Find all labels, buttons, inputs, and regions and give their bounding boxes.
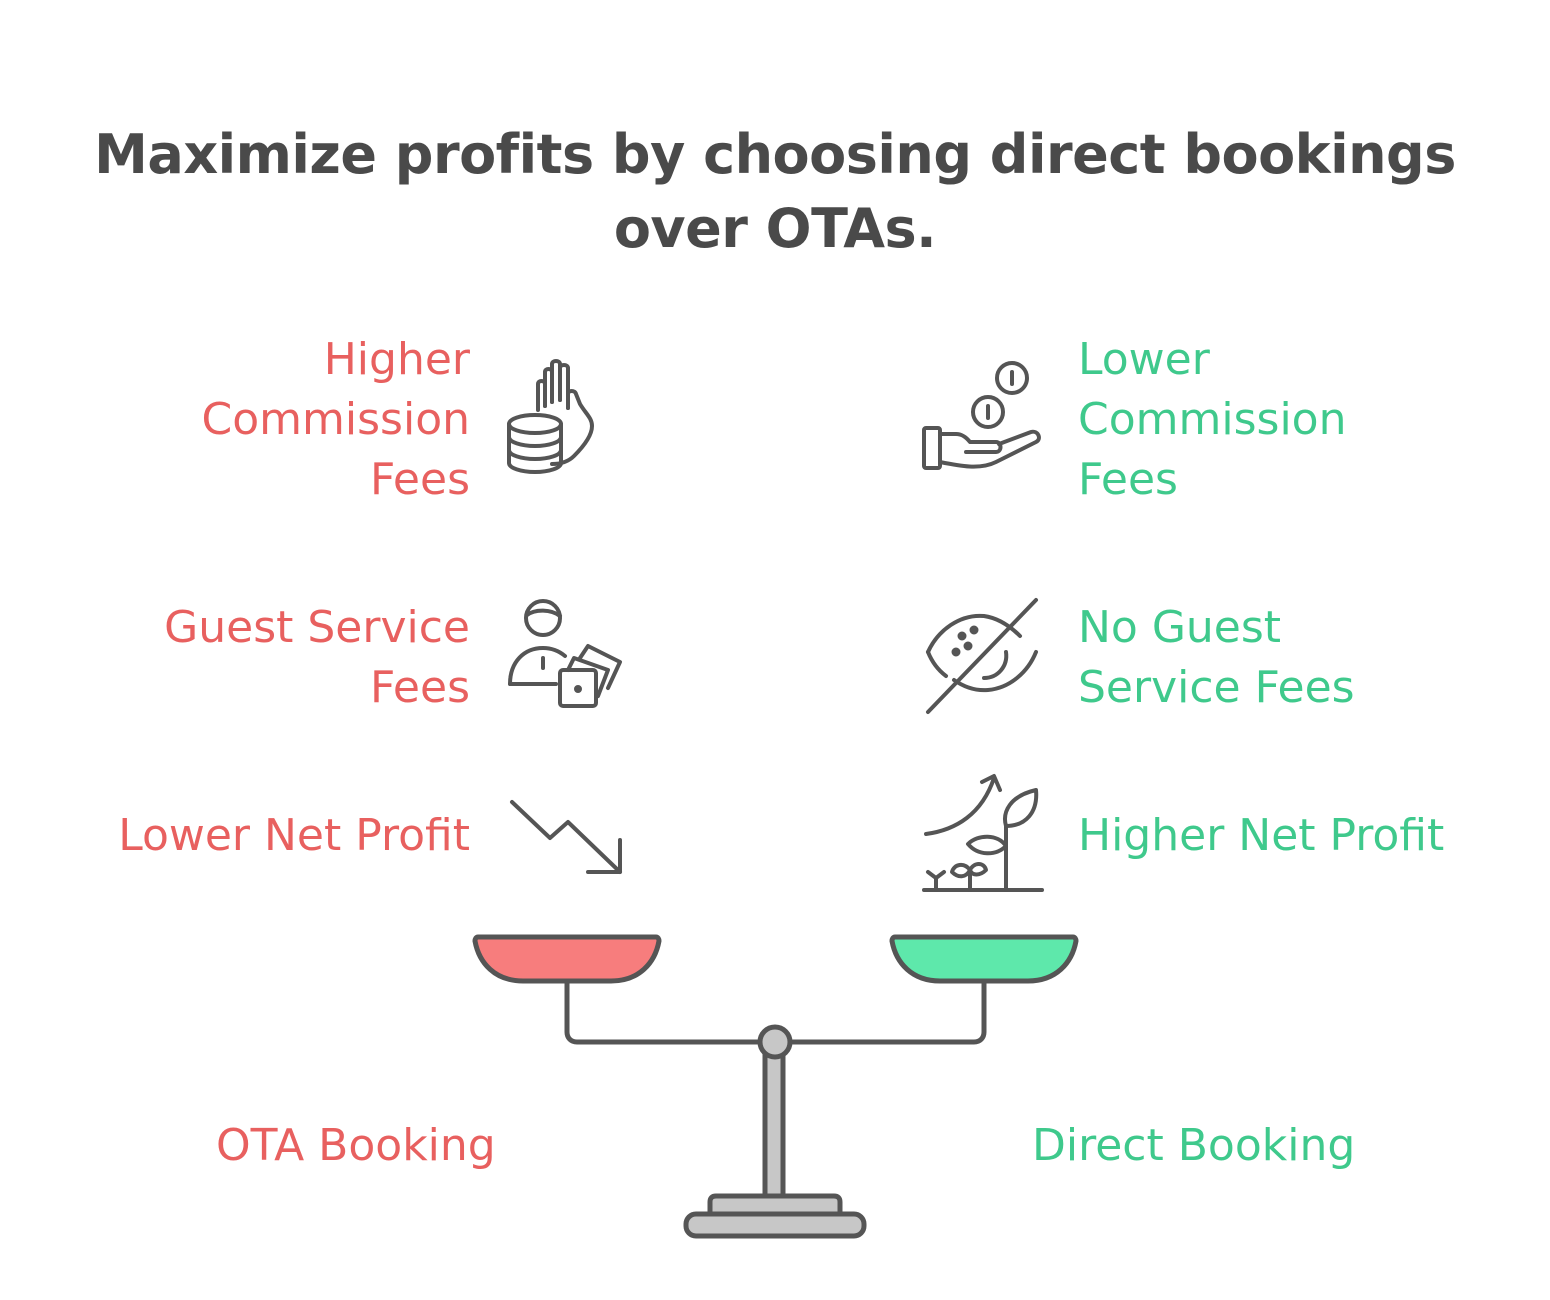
direct-booking-label: Direct Booking (1032, 1120, 1356, 1171)
coin-giving-hand-icon (918, 358, 1048, 488)
scale-beam (564, 982, 987, 1045)
coins-hand-icon (500, 352, 630, 482)
page-title: Maximize profits by choosing direct book… (94, 123, 1456, 260)
direct-item-service-fees: No Guest Service Fees (1078, 602, 1355, 713)
direct-scale-pan (889, 934, 1079, 984)
ota-scale-pan (472, 934, 662, 984)
scale-base-top (707, 1193, 843, 1217)
scale-base (683, 1211, 867, 1239)
eye-slash-icon (918, 596, 1048, 726)
ota-item-commission: Higher Commission Fees (201, 334, 470, 505)
growth-plant-icon (918, 772, 1048, 902)
scale-pole (762, 1047, 786, 1201)
direct-item-net-profit: Higher Net Profit (1078, 810, 1445, 861)
scale-pivot (757, 1024, 793, 1060)
trend-down-icon (500, 790, 630, 920)
ota-item-service-fees: Guest Service Fees (164, 602, 470, 713)
service-person-icon (500, 594, 630, 724)
direct-item-commission: Lower Commission Fees (1078, 334, 1347, 505)
ota-booking-label: OTA Booking (216, 1120, 496, 1171)
ota-item-net-profit: Lower Net Profit (118, 810, 470, 861)
